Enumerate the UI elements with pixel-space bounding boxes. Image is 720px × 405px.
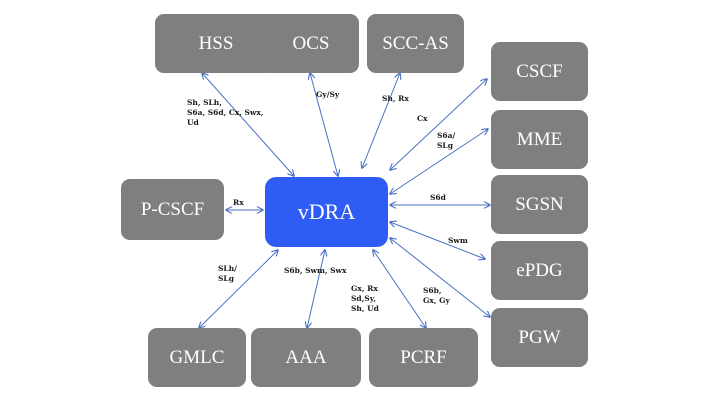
link-label-epdg: Swm [448,236,468,245]
node-hss[interactable]: HSS [155,14,277,73]
node-pgw[interactable]: PGW [491,308,588,367]
link-epdg [390,222,485,259]
node-label: ePDG [516,259,563,281]
link-label-scc-as: Sh, Rx [382,94,409,103]
link-scc-as [362,73,400,168]
link-cscf [390,79,487,170]
node-label: SCC-AS [382,32,449,54]
link-label-gmlc: SLh/ SLg [218,264,237,283]
node-vdra[interactable]: vDRA [265,177,388,247]
node-scc-as[interactable]: SCC-AS [367,14,464,73]
link-ocs [310,73,338,176]
node-label: HSS [198,32,234,54]
node-cscf[interactable]: CSCF [491,42,588,101]
node-p-cscf[interactable]: P-CSCF [121,179,224,240]
node-label: PGW [518,326,561,348]
node-sgsn[interactable]: SGSN [491,175,588,234]
link-hss [202,73,294,176]
link-aaa [307,250,325,328]
node-mme[interactable]: MME [491,110,588,169]
node-label: CSCF [516,60,563,82]
link-label-cscf: Cx [417,114,428,123]
link-mme [390,129,488,194]
node-label: AAA [285,346,327,368]
node-label: SGSN [515,193,564,215]
link-label-mme: S6a/ SLg [437,131,456,150]
node-aaa[interactable]: AAA [251,328,361,387]
node-label: GMLC [169,346,225,368]
node-epdg[interactable]: ePDG [491,241,588,300]
node-gmlc[interactable]: GMLC [148,328,246,387]
node-pcrf[interactable]: PCRF [369,328,478,387]
node-label: PCRF [400,346,447,368]
link-label-hss: Sh, SLh, S6a, S6d, Cx, Swx, Ud [187,98,264,127]
node-label: OCS [292,32,330,54]
link-label-pcrf: Gx, Rx Sd,Sy, Sh, Ud [351,284,379,313]
link-label-aaa: S6b, Swm, Swx [284,266,347,275]
node-label: P-CSCF [140,198,205,220]
link-label-ocs: Gy/Sy [316,90,340,99]
link-label-p-cscf: Rx [233,198,244,207]
node-label: vDRA [297,199,356,224]
node-ocs[interactable]: OCS [263,14,359,73]
node-label: MME [516,128,563,150]
link-label-sgsn: S6d [430,193,446,202]
link-pcrf [373,250,426,328]
link-gmlc [199,250,278,328]
link-label-pgw: S6b, Gx, Gy [423,286,450,305]
